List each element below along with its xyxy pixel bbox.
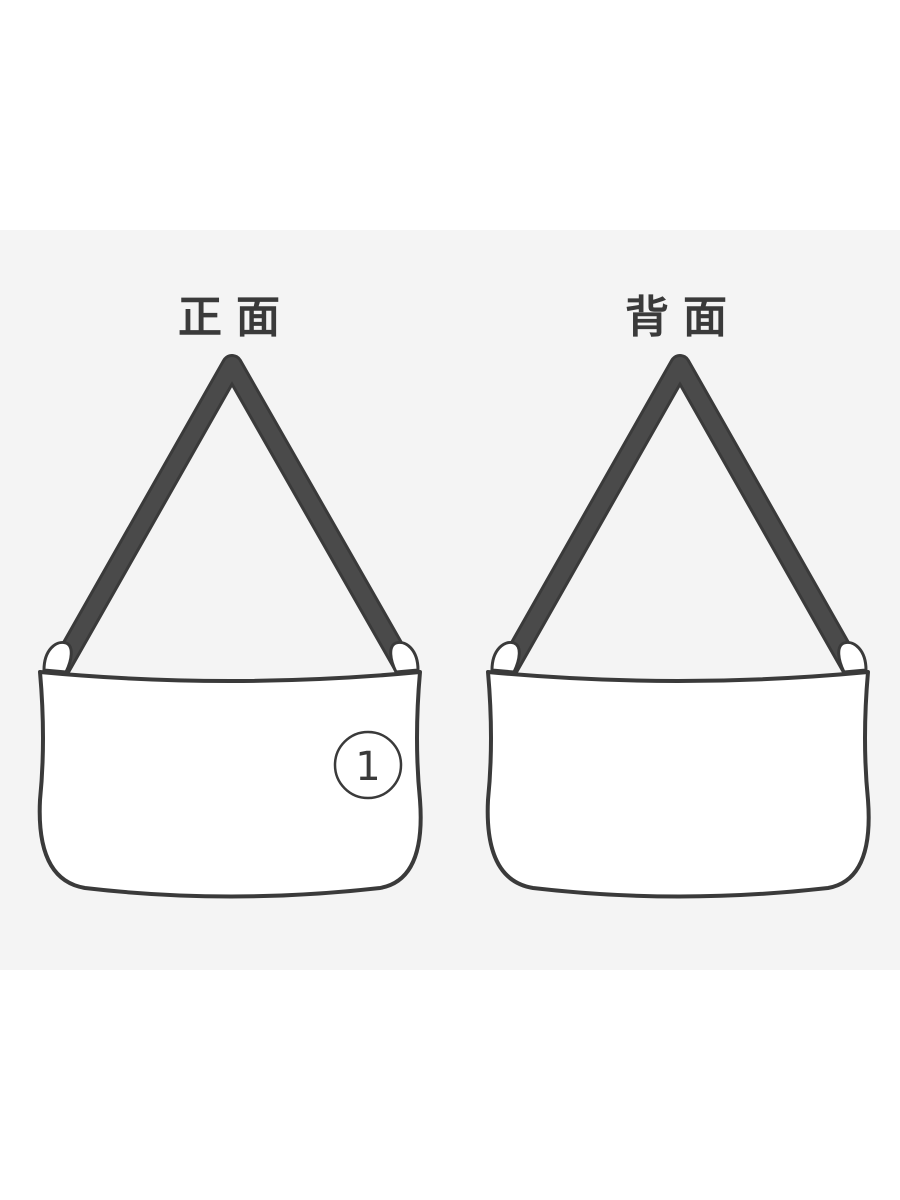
front-callout-number: 1 (355, 744, 380, 790)
back-right-strap-connector (837, 640, 868, 674)
front-view-label: 正面 (178, 292, 294, 343)
front-view: 正面 1 (37, 292, 423, 899)
back-strap (497, 354, 863, 679)
back-view-label: 背面 (625, 292, 741, 343)
front-callout-marker: 1 (333, 730, 403, 800)
front-strap (49, 354, 416, 679)
front-bag-body (37, 670, 423, 899)
front-left-strap-connector (42, 640, 73, 674)
back-left-strap-connector (490, 640, 521, 674)
back-view: 背面 (485, 292, 871, 899)
front-right-strap-connector (389, 640, 420, 674)
back-bag-body (485, 670, 871, 899)
